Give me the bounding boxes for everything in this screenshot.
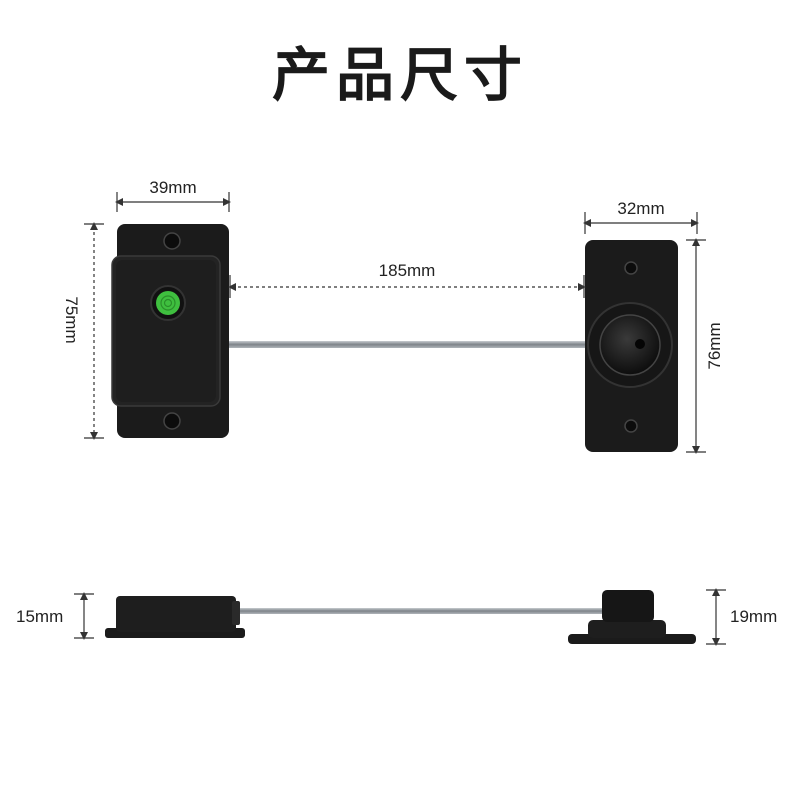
left-lock-unit (111, 224, 229, 438)
dim-left-height: 75mm (62, 222, 104, 440)
side-cable (230, 608, 608, 614)
dim-right-width: 32mm (583, 199, 699, 234)
dim-cable-length: 185mm (228, 261, 586, 298)
right-anchor-unit (585, 240, 678, 452)
dim-left-height-label: 75mm (62, 296, 81, 343)
dim-right-depth: 19mm (706, 588, 777, 646)
fingerprint-icon[interactable] (150, 285, 186, 321)
dim-cable-length-label: 185mm (379, 261, 436, 280)
dim-right-depth-label: 19mm (730, 607, 777, 626)
left-lock-side (105, 596, 245, 638)
dim-left-depth-label: 15mm (16, 607, 63, 626)
dim-left-width-label: 39mm (149, 178, 196, 197)
right-anchor-side (568, 590, 696, 644)
dim-right-height-label: 76mm (705, 322, 724, 369)
page-title: 产品尺寸 (271, 41, 528, 109)
dim-right-width-label: 32mm (617, 199, 664, 218)
dim-left-width: 39mm (115, 178, 231, 212)
top-cable (215, 341, 615, 348)
dim-right-height: 76mm (686, 238, 724, 454)
dim-left-depth: 15mm (16, 592, 94, 640)
